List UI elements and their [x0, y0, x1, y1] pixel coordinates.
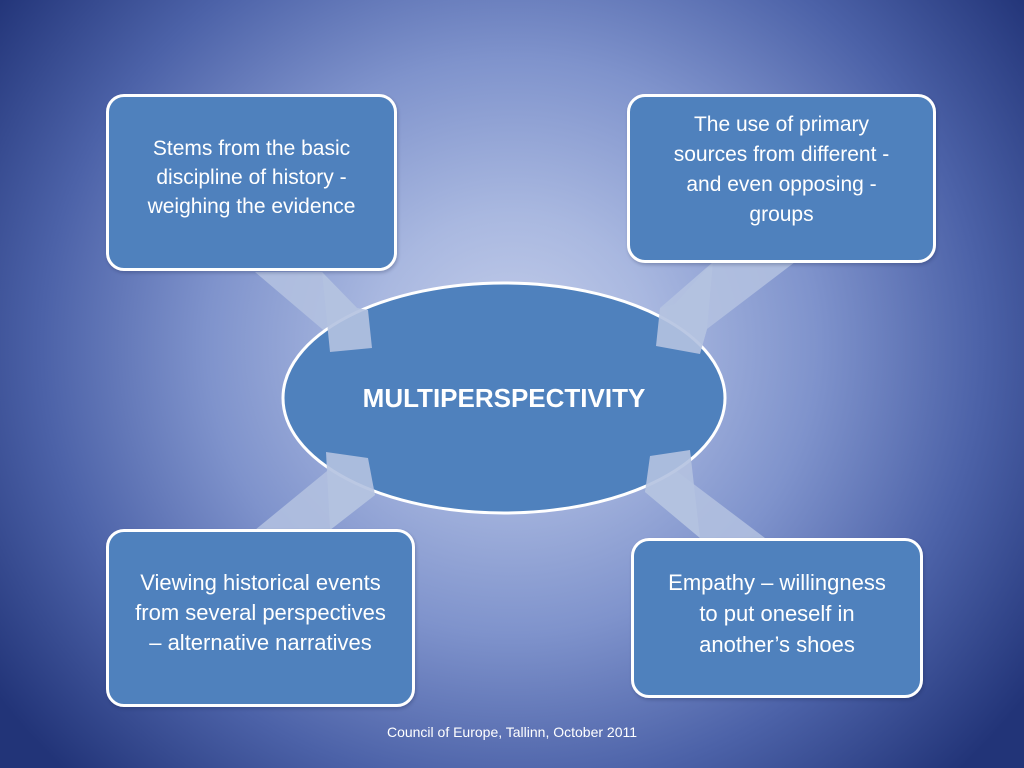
arrowhead-bottom-left: [326, 452, 375, 530]
arrowhead-bottom-right: [645, 450, 700, 538]
node-top-left: Stems from the basic discipline of histo…: [106, 94, 397, 271]
node-bottom-left: Viewing historical events from several p…: [106, 529, 415, 707]
node-bottom-right: Empathy – willingness to put oneself in …: [631, 538, 923, 698]
center-ellipse: [281, 281, 727, 515]
node-bottom-left-text: Viewing historical events from several p…: [135, 570, 386, 655]
node-bottom-right-text: Empathy – willingness to put oneself in …: [668, 569, 886, 657]
center-label: MULTIPERSPECTIVITY: [362, 383, 646, 413]
arrowhead-top-right: [656, 262, 713, 354]
node-top-right: The use of primary sources from differen…: [627, 94, 936, 263]
arrowhead-top-left: [322, 272, 372, 352]
node-top-right-text: The use of primary sources from differen…: [673, 112, 890, 226]
node-top-left-text: Stems from the basic discipline of histo…: [147, 137, 356, 218]
slide-footer: Council of Europe, Tallinn, October 2011: [386, 724, 638, 740]
